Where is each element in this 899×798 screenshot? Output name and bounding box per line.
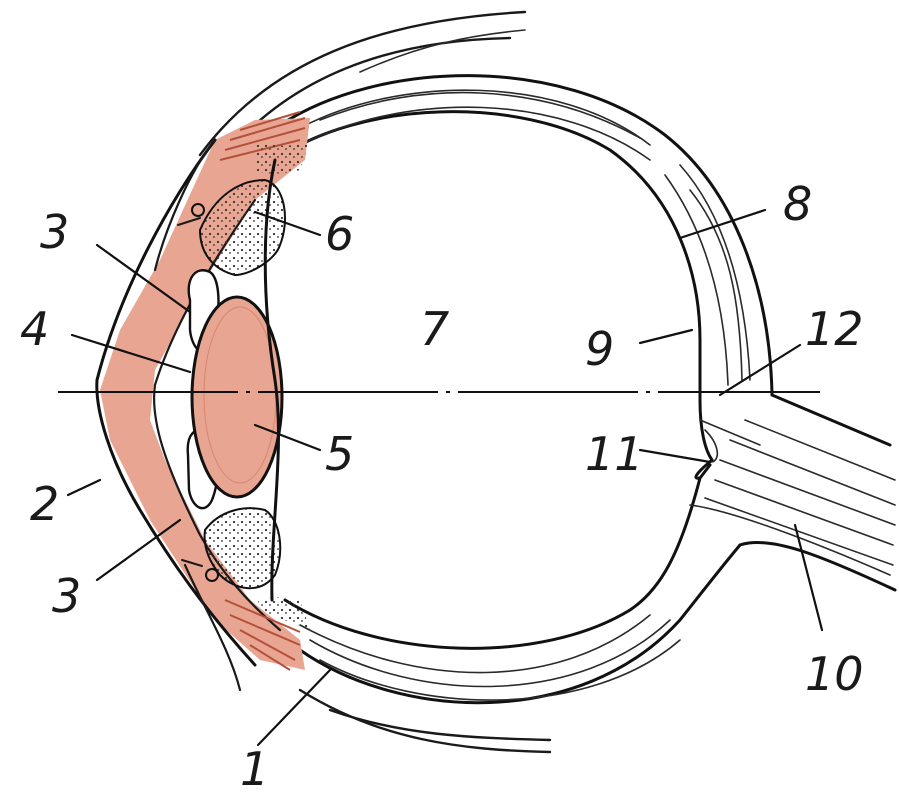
label-8: 8 — [783, 177, 812, 231]
label-1: 1 — [240, 742, 269, 796]
label-7: 7 — [420, 302, 449, 356]
label-4: 4 — [20, 302, 49, 356]
label-9: 9 — [585, 322, 614, 376]
label-2: 2 — [30, 477, 59, 531]
label-11: 11 — [585, 427, 644, 481]
label-6: 6 — [325, 207, 354, 261]
label-3-lower: 3 — [52, 569, 81, 623]
label-10: 10 — [805, 647, 864, 701]
optic-nerve — [690, 395, 895, 590]
label-12: 12 — [805, 302, 864, 356]
label-5: 5 — [325, 427, 354, 481]
label-3-upper: 3 — [40, 205, 69, 259]
